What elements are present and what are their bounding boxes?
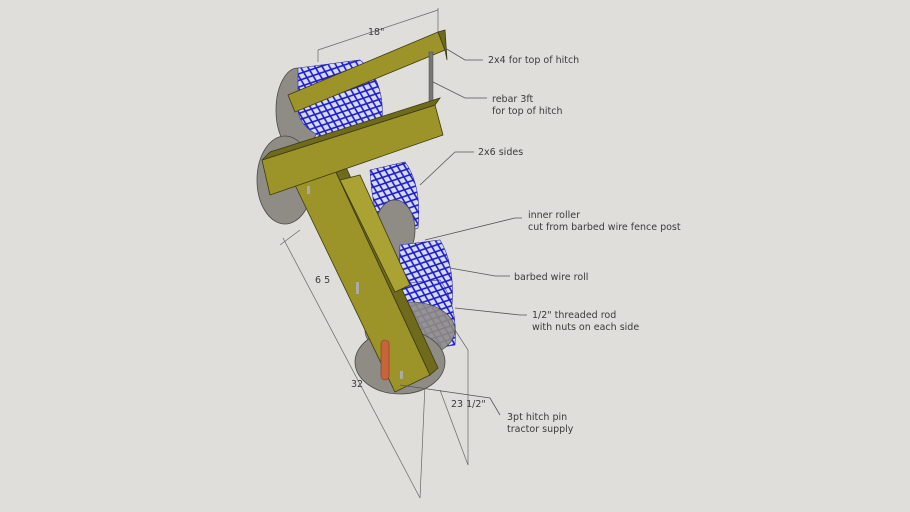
label-sides: 2x6 sides <box>478 147 523 158</box>
label-hitch-pin-1: 3pt hitch pin <box>507 412 567 423</box>
dimension-length: 32 <box>351 379 363 390</box>
leader-lines <box>399 47 527 416</box>
dimension-side: 6 5 <box>315 275 330 286</box>
threaded-rod-end <box>400 371 403 379</box>
label-threaded-rod-2: with nuts on each side <box>532 322 639 333</box>
label-inner-roller-1: inner roller <box>528 210 580 221</box>
label-top-2x4: 2x4 for top of hitch <box>488 55 579 66</box>
threaded-rod-end <box>356 282 359 294</box>
hitch-pin <box>380 339 390 381</box>
dimension-lines <box>279 8 469 499</box>
label-hitch-pin-2: tractor supply <box>507 424 574 435</box>
label-threaded-rod-1: 1/2" threaded rod <box>532 310 616 321</box>
label-inner-roller-2: cut from barbed wire fence post <box>528 222 681 233</box>
label-barbed-wire: barbed wire roll <box>514 272 588 283</box>
label-rebar-1: rebar 3ft <box>492 94 534 105</box>
dimension-roller-span: 23 1/2" <box>451 399 486 410</box>
threaded-rod-end <box>307 186 310 194</box>
front-board-2x4 <box>261 97 444 196</box>
top-board-2x4 <box>287 29 448 113</box>
side-board-2x6 <box>294 164 439 393</box>
label-rebar-2: for top of hitch <box>492 106 562 117</box>
dimension-top-width: 18" <box>368 27 384 38</box>
